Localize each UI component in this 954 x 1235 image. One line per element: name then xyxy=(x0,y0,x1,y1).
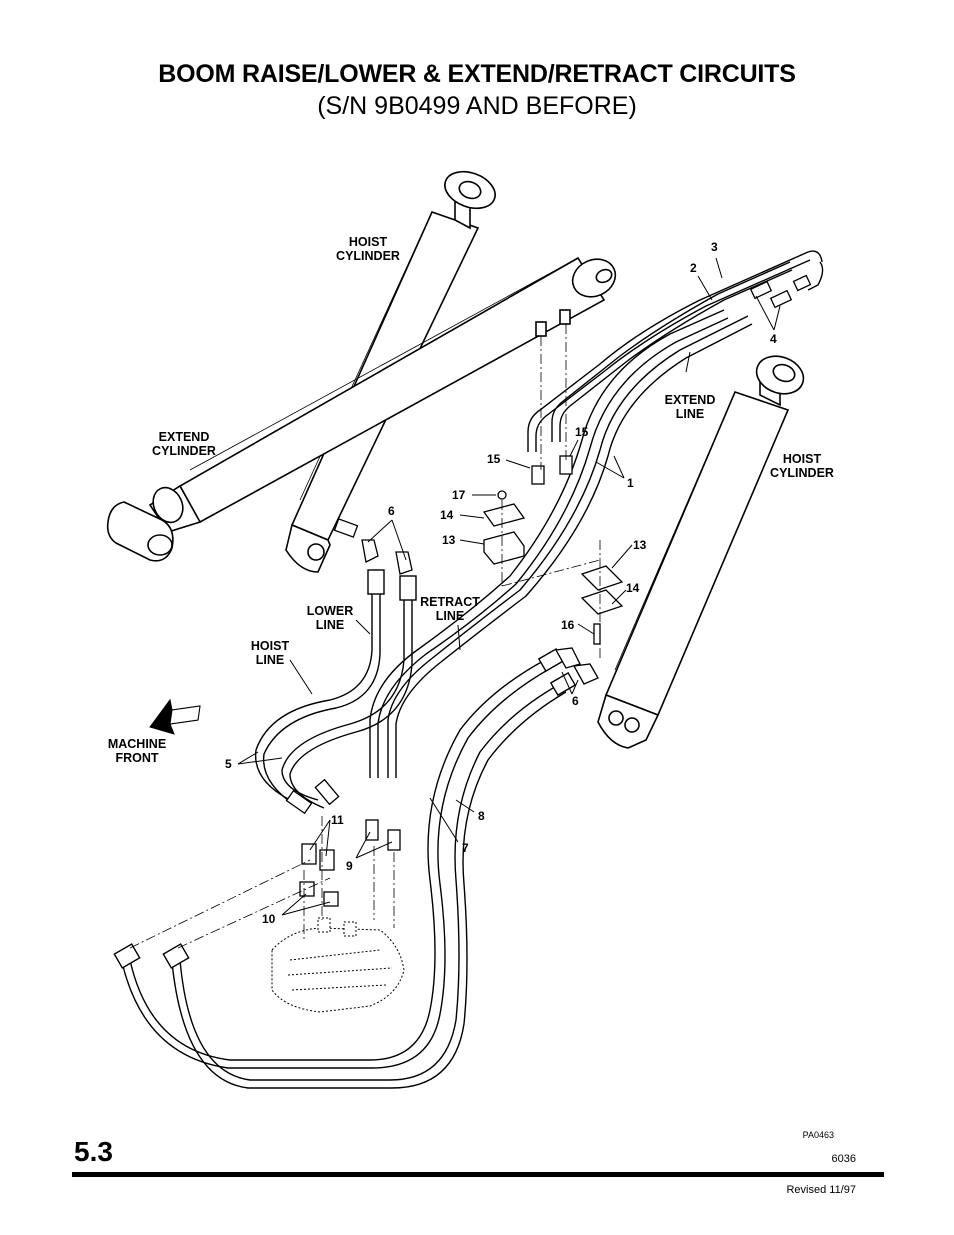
callout-17: 17 xyxy=(452,488,466,502)
label-hoist-cylinder-left-2: CYLINDER xyxy=(336,249,400,263)
label-extend-cylinder-1: EXTEND xyxy=(159,430,210,444)
rigid-tubes xyxy=(527,250,824,452)
label-hoist-line-1: HOIST xyxy=(251,639,290,653)
callout-11: 11 xyxy=(331,813,344,827)
center-lines xyxy=(129,324,601,949)
callout-6-upper: 6 xyxy=(388,504,395,518)
callout-4: 4 xyxy=(770,332,777,346)
callout-9: 9 xyxy=(346,859,353,873)
callout-numbers: 1 2 3 4 5 6 6 7 8 9 10 11 13 13 14 14 15… xyxy=(225,240,777,926)
label-hoist-line-2: LINE xyxy=(256,653,284,667)
label-extend-line-2: LINE xyxy=(676,407,704,421)
footer-rule xyxy=(72,1172,884,1177)
page-title: BOOM RAISE/LOWER & EXTEND/RETRACT CIRCUI… xyxy=(158,60,796,88)
fittings xyxy=(285,274,812,907)
label-extend-line-1: EXTEND xyxy=(665,393,716,407)
extend-cylinder xyxy=(106,256,617,562)
callout-14-left: 14 xyxy=(440,508,454,522)
label-retract-line-1: RETRACT xyxy=(420,595,480,609)
label-retract-line-2: LINE xyxy=(436,609,464,623)
label-hoist-cylinder-left-1: HOIST xyxy=(349,235,388,249)
callout-1: 1 xyxy=(627,476,634,490)
callout-10: 10 xyxy=(262,912,276,926)
label-lower-line-2: LINE xyxy=(316,618,344,632)
label-machine-front-1: MACHINE xyxy=(108,737,166,751)
diagram-labels: HOIST CYLINDER EXTEND CYLINDER EXTEND LI… xyxy=(108,235,834,765)
label-hoist-cylinder-right-1: HOIST xyxy=(783,452,822,466)
extend-retract-hoses xyxy=(369,309,753,778)
callout-7: 7 xyxy=(462,841,469,855)
figure-code: PA0463 xyxy=(802,1130,834,1140)
hoist-lower-hoses xyxy=(254,569,417,809)
control-valve xyxy=(271,917,405,1013)
callout-13-left: 13 xyxy=(442,533,456,547)
callout-8: 8 xyxy=(478,809,485,823)
callout-3: 3 xyxy=(711,240,718,254)
label-machine-front-2: FRONT xyxy=(115,751,158,765)
page-subtitle: (S/N 9B0499 AND BEFORE) xyxy=(317,92,637,120)
label-extend-cylinder-2: CYLINDER xyxy=(152,444,216,458)
callout-13-right: 13 xyxy=(633,538,647,552)
page-code: 6036 xyxy=(831,1153,856,1165)
callout-15-left: 15 xyxy=(487,452,501,466)
label-hoist-cylinder-right-2: CYLINDER xyxy=(770,466,834,480)
long-hoses-7-8 xyxy=(113,647,577,1089)
leader-lines xyxy=(237,257,781,916)
callout-5: 5 xyxy=(225,757,232,771)
callout-16: 16 xyxy=(561,618,575,632)
label-lower-line-1: LOWER xyxy=(307,604,354,618)
revised-date: Revised 11/97 xyxy=(786,1184,856,1196)
section-number: 5.3 xyxy=(74,1136,113,1167)
right-hoist-cylinder xyxy=(597,355,805,749)
machine-front-arrow-icon xyxy=(149,698,201,735)
callout-2: 2 xyxy=(690,261,697,275)
callout-15-right: 15 xyxy=(575,425,589,439)
callout-14-right: 14 xyxy=(626,581,640,595)
callout-6-lower: 6 xyxy=(572,694,579,708)
